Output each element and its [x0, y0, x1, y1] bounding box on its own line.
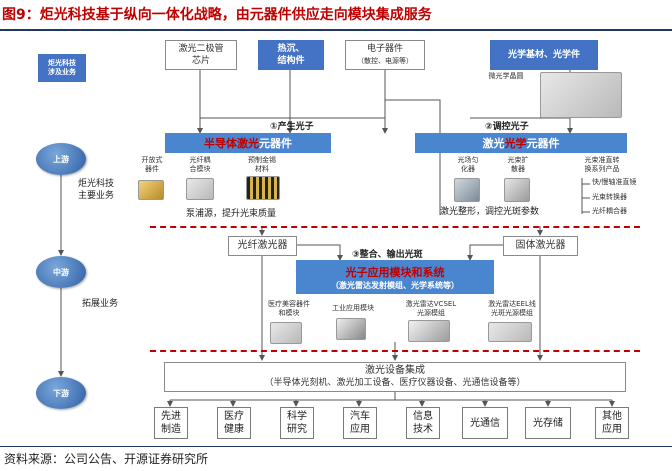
fiber-laser-box: 光纤激光器: [228, 236, 297, 256]
module-header-sub: （激光雷达发射模组、光学系统等）: [331, 280, 459, 290]
homogenizer-label: 光场匀 化器: [457, 156, 479, 173]
header-part-a: 激光: [482, 137, 505, 150]
header-part-c: 元器件: [526, 137, 560, 150]
app-information-technology: 信息 技术: [406, 407, 440, 439]
app-optical-communication: 光通信: [462, 407, 508, 439]
separator-upper: [150, 226, 640, 228]
optic-list-item-2: 光束转换器: [592, 193, 627, 201]
figure-title: 图9：炬光科技基于纵向一体化战略，由元器件供应走向模块集成服务: [2, 7, 432, 23]
step2-label: ②调控光子: [485, 122, 529, 132]
footer-rule: [0, 446, 672, 447]
beam-diffuser-label: 光束扩 散器: [507, 156, 529, 173]
electronics-label: 电子器件: [366, 44, 403, 54]
industrial-module-label: 工业应用模块: [332, 304, 374, 312]
app-other: 其他 应用: [595, 407, 629, 439]
main-business-label: 炬光科技 主要业务: [78, 179, 115, 201]
step1-label: ①产生光子: [270, 122, 314, 132]
laser-equipment-integration-box: 激光设备集成 （半导体光刻机、激光加工设备、医疗仪器设备、光通信设备等）: [164, 362, 626, 392]
medical-module-label: 医疗美容器件 和模块: [268, 300, 310, 317]
fiber-coupled-module-label: 光纤耦 合模块: [189, 156, 211, 173]
source-note: 资料来源：公司公告、开源证券研究所: [4, 452, 209, 466]
separator-lower: [150, 350, 640, 352]
open-device-image: [138, 180, 164, 200]
module-system-header: 光子应用模块和系统 （激光雷达发射模组、光学系统等）: [296, 260, 494, 294]
integration-sub: （半导体光刻机、激光加工设备、医疗仪器设备、光通信设备等）: [264, 378, 526, 388]
header-part-a: 半导体: [204, 137, 237, 150]
step3-label: ③整合、输出光斑: [352, 250, 423, 260]
header-part-b: 光学: [504, 137, 527, 150]
header-part-b: 激光: [237, 137, 259, 150]
vcsel-module-image: [408, 320, 450, 342]
integration-title: 激光设备集成: [365, 365, 425, 376]
stage-midstream: 中游: [36, 256, 86, 288]
micro-optics-wafer-label: 微光学晶圆: [488, 72, 524, 80]
app-medical-health: 医疗 健康: [217, 407, 251, 439]
heat-sink-structure-box: 热沉、 结构件: [258, 40, 324, 70]
header-part-c: 元器件: [259, 137, 292, 150]
industrial-module-image: [336, 318, 366, 340]
fiber-coupled-module-image: [186, 178, 214, 200]
electronics-box: 电子器件 （散控、电源等）: [345, 40, 425, 70]
expand-business-label: 拓展业务: [82, 299, 119, 309]
beam-diffuser-image: [504, 178, 530, 202]
stage-upstream: 上游: [36, 143, 86, 175]
collimation-series-label: 光束准直转 换系列产品: [584, 156, 620, 173]
electronics-sub: （散控、电源等）: [357, 57, 413, 65]
optic-list-item-3: 光纤耦合器: [592, 207, 627, 215]
optic-list-item-1: 快/慢轴准直镜: [592, 178, 637, 186]
solid-laser-box: 固体激光器: [503, 236, 578, 256]
eel-module-label: 激光雷达EEL线 光斑光源模组: [488, 300, 536, 317]
homogenizer-image: [454, 178, 480, 202]
pre-gold-tin-label: 预制金锡 材料: [248, 156, 276, 173]
pump-source-caption: 泵浦源，提升光束质量: [186, 209, 277, 219]
module-header-title: 光子应用模块和系统: [345, 265, 445, 279]
stage-downstream: 下游: [36, 377, 86, 409]
laser-optics-header: 激光光学元器件: [415, 133, 627, 153]
pre-gold-tin-image: [246, 176, 280, 200]
app-scientific-research: 科学 研究: [280, 407, 314, 439]
title-rule: [0, 29, 672, 31]
laser-diode-chip-box: 激光二极管 芯片: [165, 40, 237, 70]
app-advanced-manufacturing: 先进 制造: [154, 407, 188, 439]
semiconductor-laser-header: 半导体激光元器件: [165, 133, 331, 153]
medical-module-image: [270, 322, 302, 344]
micro-optics-wafer-image: [540, 72, 622, 118]
vcsel-module-label: 激光雷达VCSEL 光源模组: [405, 300, 457, 317]
app-optical-storage: 光存储: [525, 407, 571, 439]
app-automotive: 汽车 应用: [343, 407, 377, 439]
open-device-label: 开放式 器件: [141, 156, 163, 173]
left-business-tag: 炬光科技 涉及业务: [38, 54, 86, 82]
eel-module-image: [488, 322, 532, 342]
beam-shaping-caption: 激光整形，调控光斑参数: [440, 207, 540, 217]
optical-material-box: 光学基材、光学件: [490, 40, 598, 70]
